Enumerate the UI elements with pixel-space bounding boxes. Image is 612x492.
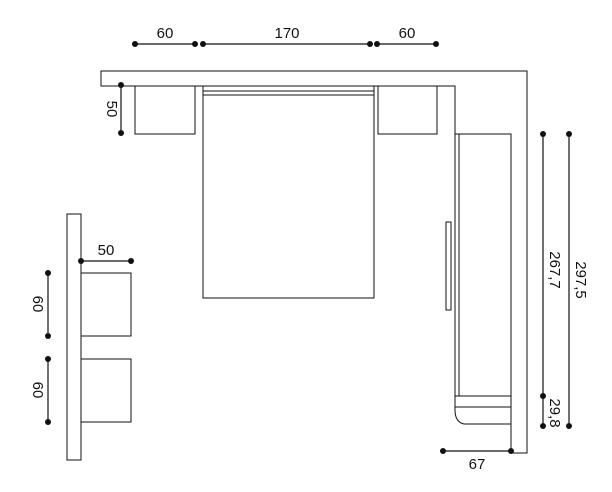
wardrobe-corner-piece (454, 395, 512, 425)
dim-line-nightstand-depth (118, 82, 124, 136)
dim-line-side-unit-bottom (45, 356, 51, 425)
label-top-right-nightstand: 60 (399, 25, 416, 42)
label-total-length: 297,5 (572, 261, 589, 299)
dim-line-top-right-nightstand (374, 41, 439, 47)
label-top-left-nightstand: 60 (157, 25, 174, 42)
dim-line-side-unit-depth (78, 258, 134, 264)
dim-line-side-unit-top (45, 270, 51, 339)
dim-line-wardrobe-depth (440, 448, 514, 454)
dim-line-wardrobe-length (540, 131, 546, 399)
nightstand-right (377, 85, 438, 135)
label-nightstand-depth: 50 (103, 101, 120, 118)
label-wardrobe-depth: 67 (469, 456, 486, 473)
dim-line-top-left-nightstand (132, 41, 198, 47)
nightstand-left (134, 85, 196, 135)
dim-line-total-length (566, 131, 572, 429)
label-wardrobe-length: 267,7 (546, 251, 563, 289)
label-side-unit-top: 60 (29, 296, 46, 313)
dim-line-corner-piece (540, 396, 546, 429)
wardrobe-door-handle (445, 221, 452, 311)
wardrobe (445, 133, 512, 425)
dim-line-bed-width (200, 41, 373, 47)
label-side-unit-depth: 50 (98, 242, 115, 259)
bed (202, 85, 375, 299)
label-corner-piece: 29,8 (546, 398, 563, 427)
label-side-unit-bottom: 60 (29, 382, 46, 399)
side-unit-bottom (80, 358, 132, 423)
side-unit-top (80, 272, 132, 337)
side-wall-panel (66, 213, 82, 461)
label-bed-width: 170 (274, 25, 299, 42)
